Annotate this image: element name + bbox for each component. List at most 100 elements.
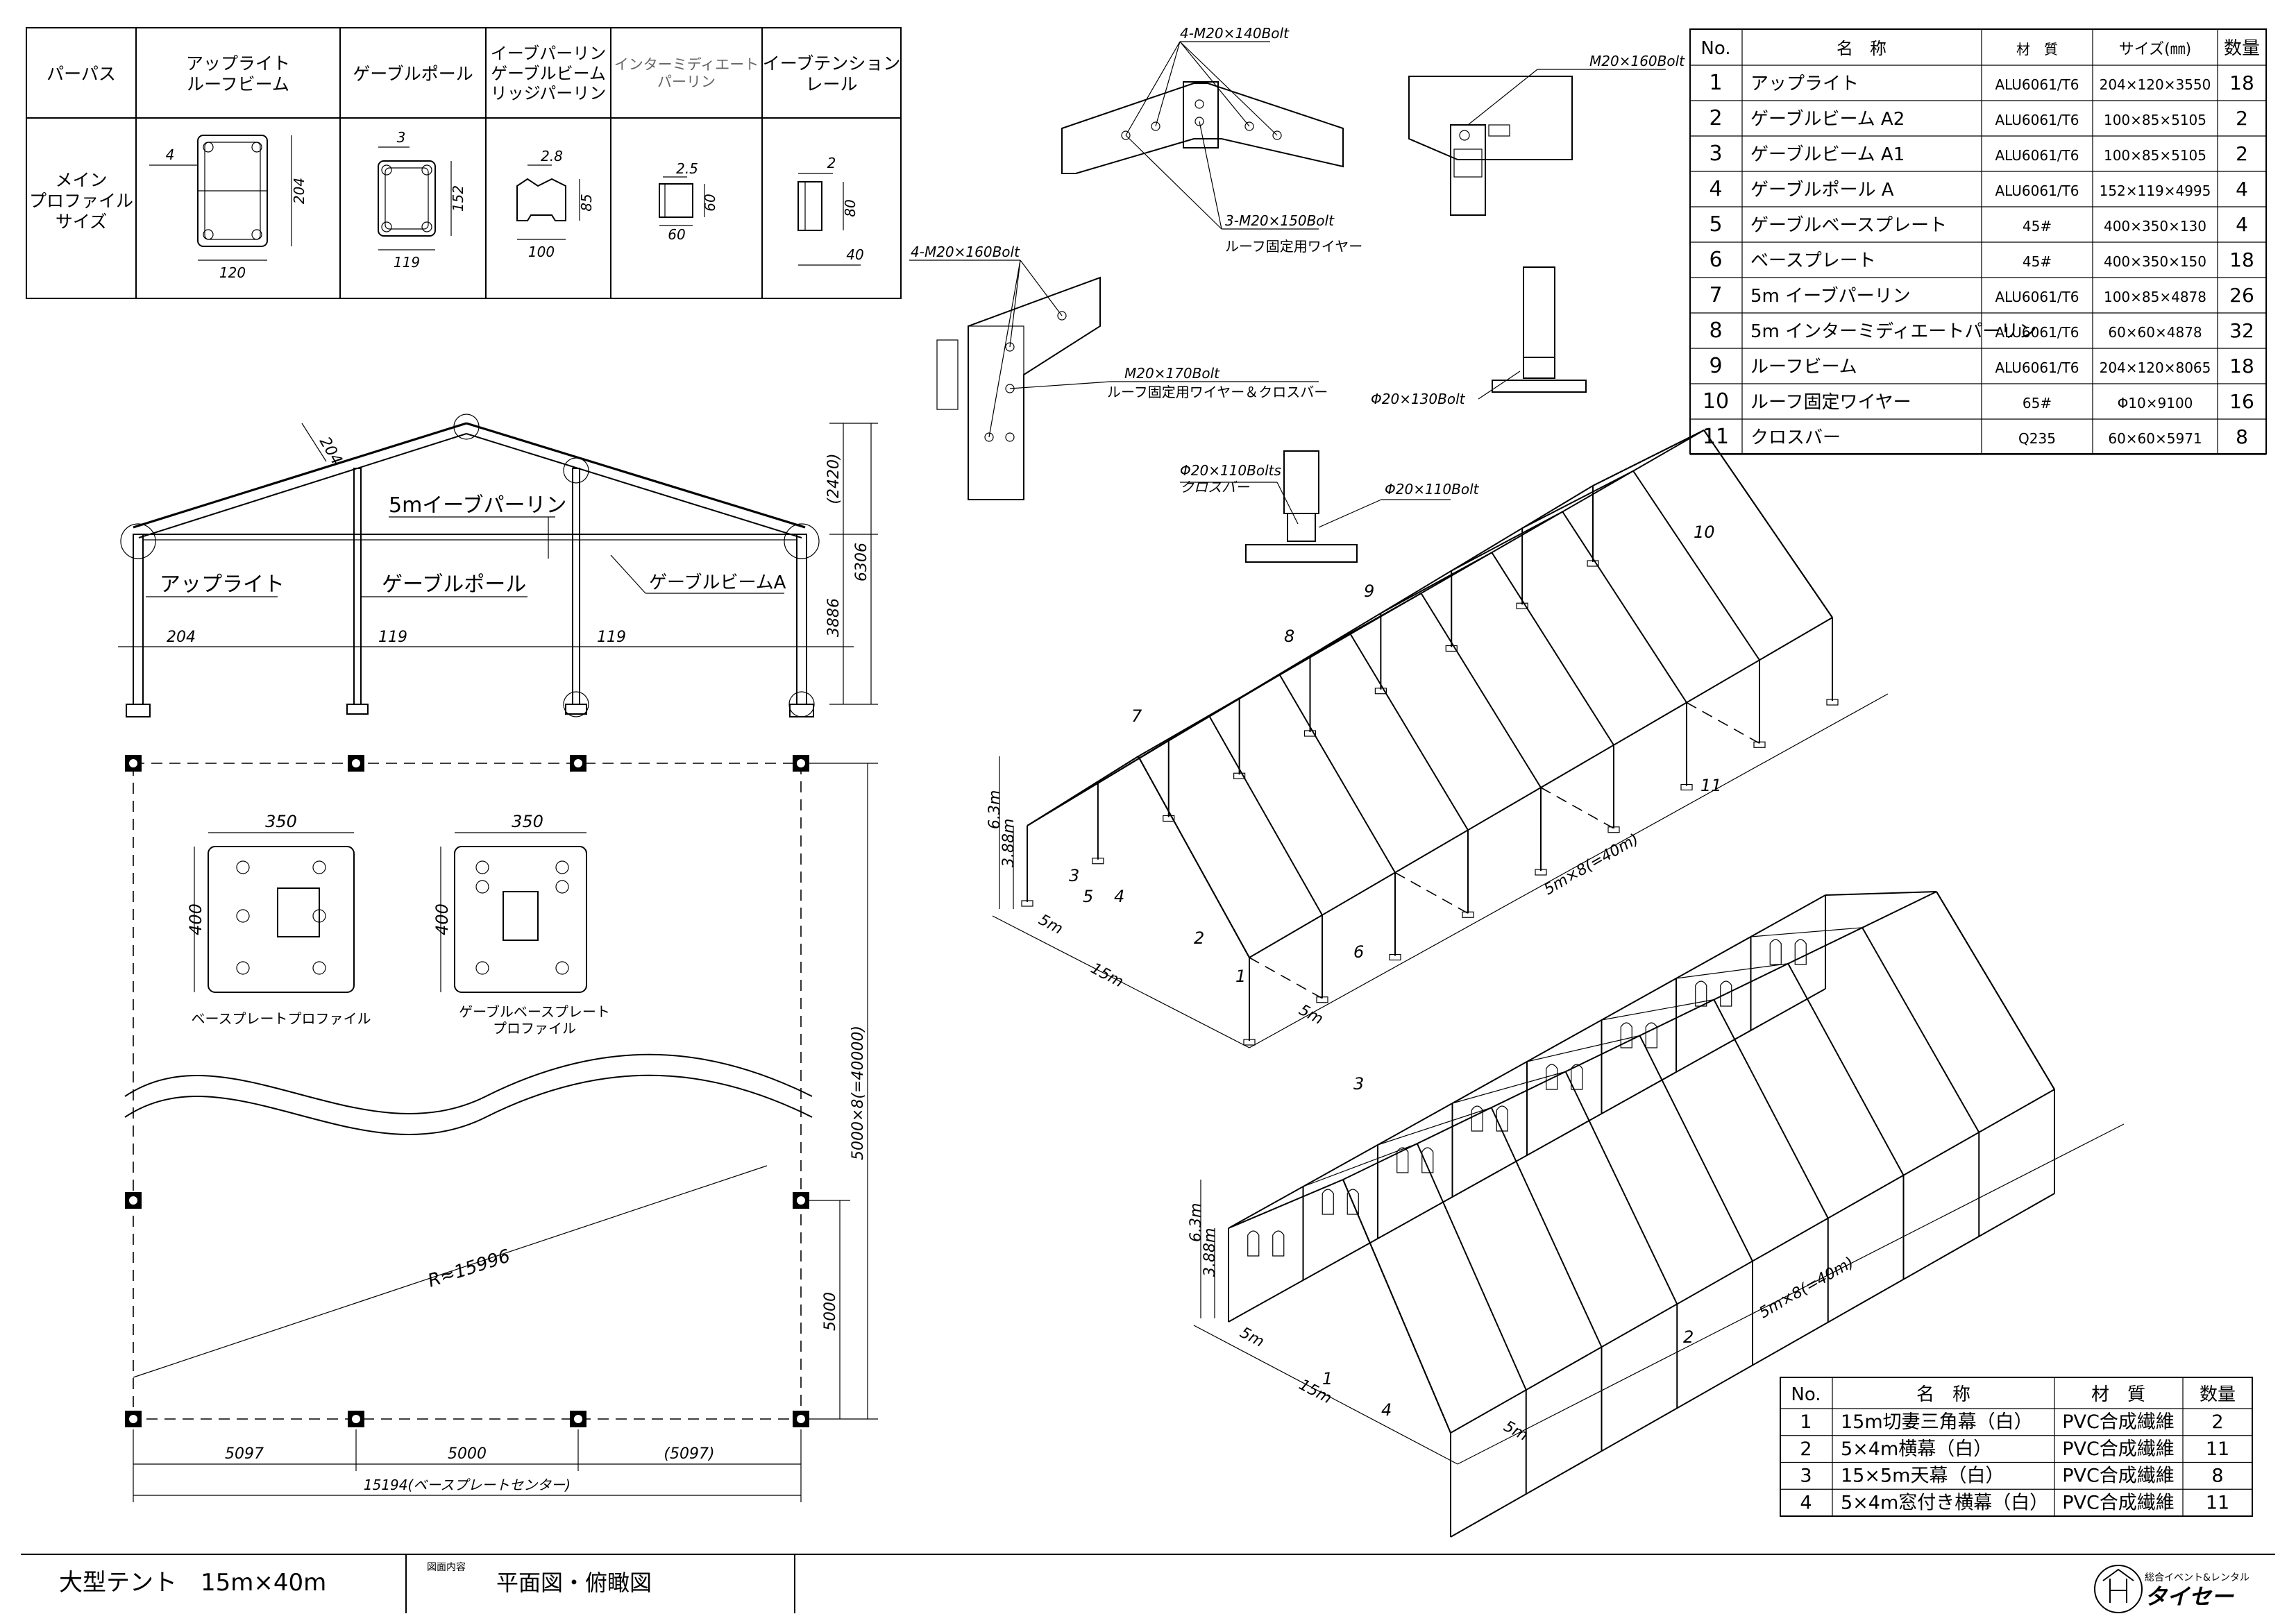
dim-2420: (2420) [825,453,843,504]
dim-119-left: 119 [378,629,407,646]
iso-cover-rafter [1416,1143,1527,1391]
parts-row-material: 45# [2023,253,2052,270]
cover-row-no: 2 [1800,1438,1812,1460]
iso-cover-window [1396,1147,1409,1173]
dim-119-right: 119 [597,629,626,646]
parts-header-material: 材 質 [2016,41,2058,58]
iso-cover-rafter [1862,927,1980,1133]
iso-frame-callout: 10 [1694,522,1715,542]
iso-frame-cross-brace [1686,702,1760,744]
dim-204: 204 [167,629,196,646]
iso-frame-dim-eave: 3.88m [1000,819,1018,867]
dim-total-length: 5000×8(=40000) [850,1026,867,1160]
gable-plate-height-400: 400 [432,903,452,935]
iso-cover-window [1322,1189,1334,1215]
profile-gable-pole-section: 119 3 152 [378,129,466,271]
parts-row-no: 10 [1703,389,1729,414]
cover-row-qty: 11 [2206,1438,2229,1460]
parts-row-size: Φ10×9100 [2118,395,2193,411]
upright-height-dim: 204 [291,178,307,204]
iso-frame-callout: 2 [1194,928,1204,948]
iso-cover-rafter [1228,1179,1344,1229]
profile-eave-purlin-section: 100 2.8 85 [516,148,595,260]
cover-row-qty: 8 [2211,1465,2223,1487]
parts-row-name: ゲーブルビーム A1 [1750,144,1905,165]
gable-plate-caption: ゲーブルベースプレートプロファイル [459,1003,610,1037]
profile-header-tension-rail: イーブテンションレール [763,53,901,94]
parts-row-material: ALU6061/T6 [1995,147,2079,164]
cover-header-no: No. [1791,1384,1821,1405]
iso-frame-plate [1462,911,1474,918]
bolt-150-label: 3-M20×150Bolt [1225,212,1335,229]
parts-row-no: 9 [1709,354,1722,378]
cover-row-no: 4 [1800,1492,1812,1513]
parts-row-qty: 2 [2236,107,2248,130]
cover-row-no: 1 [1800,1411,1812,1433]
parts-row-material: ALU6061/T6 [1995,289,2079,305]
parts-row-qty: 4 [2236,213,2248,236]
parts-row-size: 100×85×5105 [2104,147,2206,164]
iso-frame-plate [1316,996,1328,1003]
iso-frame-cross-brace [1249,957,1323,999]
iso-frame-rafter [1451,511,1563,572]
iso-frame-plate [1587,560,1599,567]
iso-frame-rafter [1632,470,1760,661]
dim-5097-right: (5097) [664,1445,714,1463]
parts-row-no: 2 [1709,106,1722,130]
cover-row-name: 5×4m横幕（白） [1841,1438,1992,1460]
iso-frame-plate [1233,772,1246,779]
iso-frame-cross-brace [1394,872,1469,914]
eave-purlin-height-dim: 85 [578,194,595,211]
parts-row-qty: 16 [2229,390,2254,413]
iso-frame-callout: 6 [1353,942,1364,962]
parts-row-size: 152×119×4995 [2100,182,2211,199]
cover-row-material: PVC合成繊維 [2062,1411,2175,1433]
label-gable-beam: ゲーブルビームA [649,572,786,593]
bolt-110-label: Φ20×110Bolt [1385,481,1480,498]
drawing-content-label: 図面内容 [427,1561,466,1573]
iso-frame-dim-5m-b: 5m [1296,1001,1326,1028]
iso-cover-callout: 1 [1322,1369,1333,1388]
parts-row-material: ALU6061/T6 [1995,359,2079,376]
base-plate-caption: ベースプレートプロファイル [192,1010,371,1027]
profile-upright-section: 120 4 204 [149,135,307,281]
tension-rail-thickness-dim: 2 [827,155,836,171]
parts-row-name: アップライト [1750,74,1859,94]
gable-pole-thickness-dim: 3 [397,129,406,146]
cover-row-qty: 11 [2206,1492,2229,1513]
iso-cover-rafter [1377,1107,1492,1146]
iso-cover-rafter [1713,999,1829,1219]
parts-row-name: ゲーブルビーム A2 [1750,109,1905,130]
parts-header-no: No. [1700,38,1730,59]
gable-pole-width-dim: 119 [394,254,420,271]
iso-frame-plate [1826,699,1839,706]
parts-row-qty: 18 [2229,248,2254,271]
parts-row-qty: 18 [2229,355,2254,377]
iso-frame-rafter [1278,674,1396,874]
parts-row-material: 45# [2023,218,2052,235]
dim-5000-vertical: 5000 [822,1292,839,1331]
parts-row-name: 5m インターミディエートパーリン [1750,321,2036,342]
bolt-160-label: 4-M20×160Bolt [911,244,1020,260]
parts-row-name: ゲーブルベースプレート [1750,215,1947,236]
company-name: タイセー [2145,1583,2234,1610]
iso-frame-cross-brace [1540,787,1614,829]
front-elevation: 5mイーブパーリン アップライト ゲーブルポール ゲーブルビームA 204 20… [118,414,878,717]
iso-frame-callout: 7 [1131,706,1142,726]
iso-frame-view: 6.3m 3.88m 5m 15m 5m 5m×8(=40m) 12345678… [986,430,1889,1048]
parts-row-no: 7 [1709,283,1722,307]
iso-frame-callout: 5 [1083,887,1093,906]
parts-row-size: 60×60×5971 [2108,430,2202,447]
joint-details: 4-M20×140Bolt 3-M20×150Bolt ルーフ固定用ワイヤー M… [909,25,1685,563]
iso-cover-window [1247,1230,1260,1257]
cover-header-name: 名 称 [1916,1384,1970,1405]
dim-3886: 3886 [825,598,843,637]
intermediate-thickness-dim: 2.5 [676,160,698,177]
upright-width-dim: 120 [219,264,246,281]
label-upright: アップライト [160,572,285,597]
parts-row-material: ALU6061/T6 [1995,76,2079,93]
profile-header-gable-pole: ゲーブルポール [353,64,473,84]
iso-cover-rafter [1564,1071,1678,1305]
profile-size-label: メインプロファイルサイズ [29,170,133,232]
